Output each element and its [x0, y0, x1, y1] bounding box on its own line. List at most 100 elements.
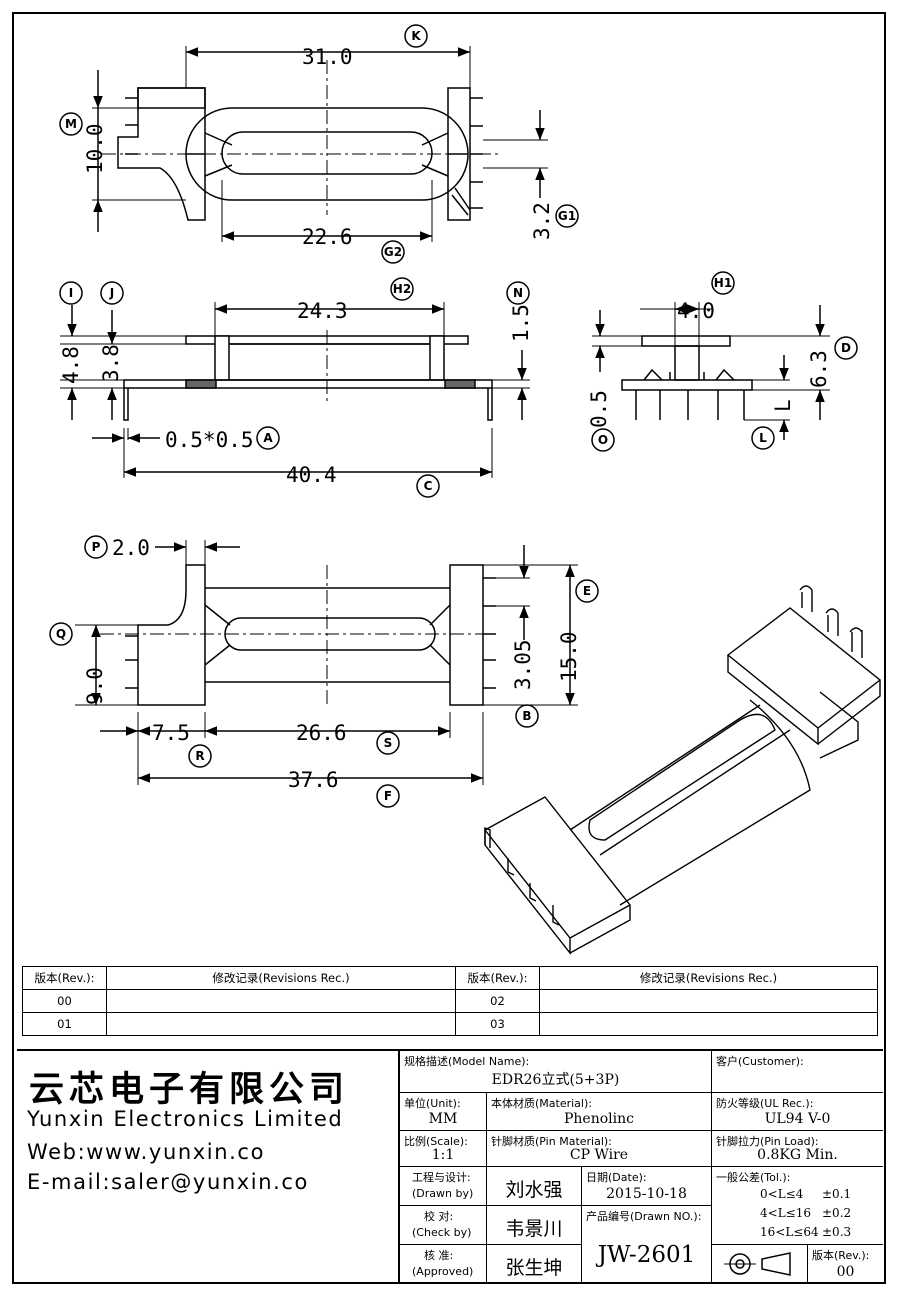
revision-header-row: 版本(Rev.): 修改记录(Revisions Rec.) 版本(Rev.):…: [22, 966, 878, 990]
table-row: 01 03: [22, 1012, 878, 1036]
check-value: 韦景川: [505, 1218, 563, 1240]
table-row: 00 02: [22, 989, 878, 1013]
ul-label: 防火等级(UL Rec.):: [716, 1097, 814, 1110]
pin-material-cell: 针脚材质(Pin Material): CP Wire: [487, 1131, 712, 1167]
tag-o: O: [591, 428, 615, 452]
rec-header: 修改记录(Revisions Rec.): [539, 966, 878, 990]
rev-cell: 03: [455, 1012, 540, 1036]
drawn-no-cell: 产品编号(Drawn NO.): JW-2601: [582, 1206, 712, 1283]
revision-table: 版本(Rev.): 修改记录(Revisions Rec.) 版本(Rev.):…: [22, 966, 878, 1036]
unit-label: 单位(Unit):: [404, 1097, 461, 1110]
unit-value: MM: [428, 1111, 458, 1127]
pin-material-value: CP Wire: [569, 1147, 629, 1163]
dim-c-text: 40.4: [286, 463, 337, 487]
rev-cell: 02: [455, 989, 540, 1013]
dim-q-text: 9.0: [83, 667, 107, 705]
dim-o-text: 0.5: [587, 390, 611, 428]
tag-a: A: [256, 426, 280, 450]
company-cn-name: 云芯电子有限公司: [29, 1070, 350, 1110]
dim-i-text: 4.8: [59, 346, 83, 384]
company-panel: 云芯电子有限公司 Yunxin Electronics Limited Web:…: [17, 1051, 400, 1283]
ul-value: UL94 V-0: [764, 1111, 831, 1127]
rec-cell: [539, 1012, 878, 1036]
check-label-en: (Check by): [412, 1226, 472, 1239]
dim-p-text: 2.0: [112, 536, 150, 560]
svg-text:K: K: [411, 29, 421, 43]
scale-label: 比例(Scale):: [404, 1135, 468, 1148]
model-cell: 规格描述(Model Name): EDR26立式(5+3P): [400, 1051, 712, 1093]
svg-text:F: F: [384, 789, 392, 803]
pin-load-value: 0.8KG Min.: [757, 1147, 838, 1163]
technical-drawing: 31.0 10.0 22.6 3.2 24.3 1.5 4.8 3.8 0.5*…: [49, 24, 882, 956]
tag-g2: G2: [381, 240, 405, 264]
check-label-cn: 校 对:: [424, 1210, 454, 1223]
approved-value-cell: 张生坤: [487, 1245, 582, 1283]
dim-l-text: L: [771, 399, 795, 412]
scale-cell: 比例(Scale): 1:1: [400, 1131, 487, 1167]
tag-r: R: [188, 744, 212, 768]
approved-label-cn: 核 准:: [424, 1249, 454, 1262]
model-value: EDR26立式(5+3P): [491, 1072, 620, 1088]
top-view: [92, 46, 548, 242]
tag-h2: H2: [390, 277, 414, 301]
rev-value: 00: [836, 1264, 855, 1280]
tag-d: D: [834, 336, 858, 360]
dim-m-text: 10.0: [83, 123, 107, 174]
dim-a-text: 0.5*0.5: [165, 428, 254, 452]
tag-b: B: [515, 704, 539, 728]
projection-icon: [724, 1252, 791, 1276]
tol-range-2: 16<L≤64: [760, 1225, 819, 1239]
svg-text:G1: G1: [558, 209, 576, 223]
drawn-label-cn: 工程与设计:: [412, 1171, 471, 1184]
scale-value: 1:1: [431, 1147, 455, 1163]
tag-p: P: [84, 535, 108, 559]
tag-n: N: [506, 281, 530, 305]
svg-text:S: S: [384, 736, 393, 750]
drawn-no-value: JW-2601: [597, 1242, 696, 1268]
tolerance-label: 一般公差(Tol.):: [716, 1171, 791, 1184]
rev-header: 版本(Rev.):: [22, 966, 107, 990]
pin-material-label: 针脚材质(Pin Material):: [491, 1135, 612, 1148]
svg-text:O: O: [598, 433, 608, 447]
isometric-view: [483, 585, 882, 956]
rev-cell: 版本(Rev.): 00: [808, 1245, 883, 1283]
drawn-label-en: (Drawn by): [412, 1187, 474, 1200]
tol-value-2: ±0.3: [822, 1225, 852, 1239]
pin-load-label: 针脚拉力(Pin Load):: [716, 1135, 819, 1148]
svg-text:H2: H2: [393, 282, 411, 296]
tag-q: Q: [49, 622, 73, 646]
approved-value: 张生坤: [505, 1257, 563, 1279]
dim-k-text: 31.0: [302, 45, 353, 69]
front-view: [60, 302, 530, 478]
dim-h1-text: 4.0: [677, 299, 715, 323]
date-label: 日期(Date):: [586, 1171, 647, 1184]
tol-value-0: ±0.1: [822, 1187, 852, 1201]
title-block: 云芯电子有限公司 Yunxin Electronics Limited Web:…: [17, 1049, 883, 1283]
rev-cell: 00: [22, 989, 107, 1013]
rev-cell: 01: [22, 1012, 107, 1036]
tag-g1: G1: [555, 204, 579, 228]
pin-load-cell: 针脚拉力(Pin Load): 0.8KG Min.: [712, 1131, 883, 1167]
drawn-by-value-cell: 刘水强: [487, 1167, 582, 1206]
material-value: Phenolinc: [564, 1111, 634, 1127]
tolerance-cell: 一般公差(Tol.): 0<L≤4 ±0.1 4<L≤16 ±0.2 16<L≤…: [712, 1167, 883, 1245]
svg-text:E: E: [583, 584, 591, 598]
dim-e-text: 15.0: [557, 631, 581, 682]
drawn-no-label: 产品编号(Drawn NO.):: [586, 1210, 702, 1223]
svg-text:M: M: [65, 117, 77, 131]
svg-text:J: J: [109, 286, 114, 300]
svg-text:N: N: [513, 286, 523, 300]
tol-range-0: 0<L≤4: [760, 1187, 804, 1201]
check-by-value-cell: 韦景川: [487, 1206, 582, 1245]
rev-label: 版本(Rev.):: [812, 1249, 870, 1262]
dim-n-text: 1.5: [509, 304, 533, 342]
tag-e: E: [575, 579, 599, 603]
tag-s: S: [376, 731, 400, 755]
tag-i: I: [59, 281, 83, 305]
rec-cell: [106, 1012, 456, 1036]
side-view: [592, 302, 830, 440]
bottom-view: [75, 540, 578, 785]
projection-symbol-cell: [712, 1245, 808, 1283]
tag-f: F: [376, 784, 400, 808]
dim-s-text: 26.6: [296, 721, 347, 745]
